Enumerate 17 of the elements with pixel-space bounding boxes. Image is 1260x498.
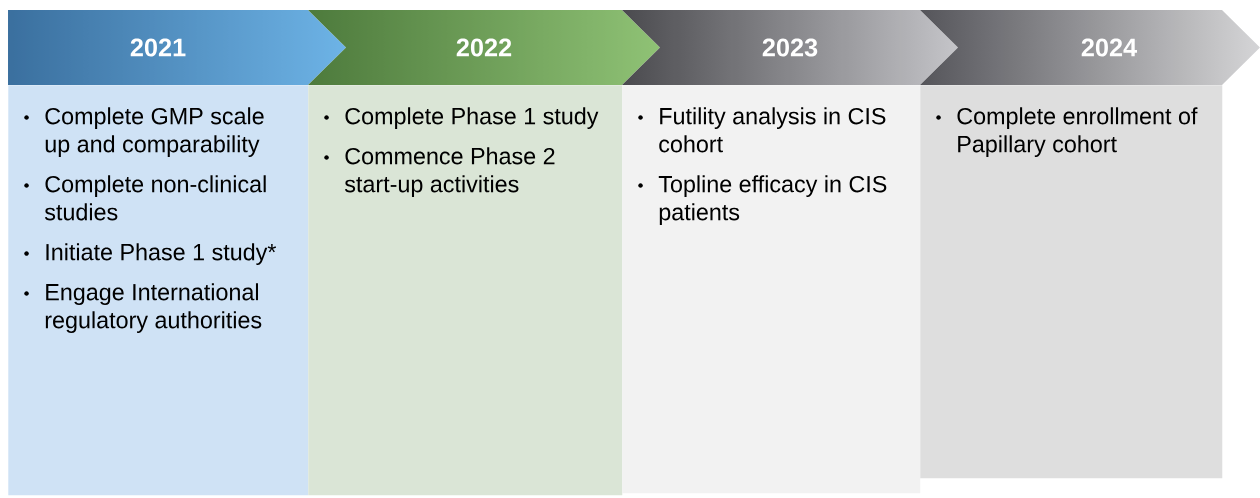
column-panel [308, 85, 623, 496]
chevron-arrow: 2024 [1081, 38, 1138, 57]
bullet-item: Complete non-clinical studies [24, 175, 266, 221]
column-panel [8, 85, 309, 496]
bullet-item: Topline efficacy in CIS patients [638, 175, 887, 225]
column-panel [920, 85, 1223, 479]
chevron-arrow: 2022 [456, 38, 512, 57]
column-panel [622, 85, 921, 494]
chevron-arrow: 2021 [130, 38, 186, 57]
chevron-arrow: 2023 [762, 38, 818, 57]
bullet-item: Complete enrollment of Papillary cohort [936, 107, 1198, 157]
bullet-item: Engage International regulatory authorities [24, 283, 262, 333]
bullet-item: Complete Phase 1 study [324, 107, 599, 129]
bullet-item: Complete GMP scale up and comparability [24, 107, 264, 157]
bullet-item: Futility analysis in CIS cohort [638, 107, 886, 153]
bullet-item: Commence Phase 2 start-up activities [324, 147, 555, 197]
bullet-item: Initiate Phase 1 study* [24, 243, 277, 265]
